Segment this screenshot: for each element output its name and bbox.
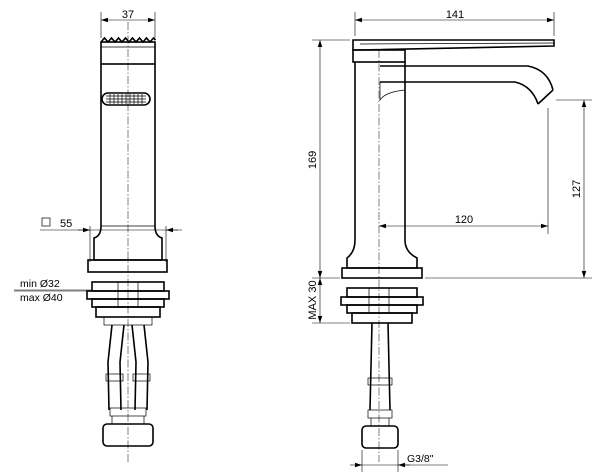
front-fitting-collar	[109, 407, 147, 417]
side-base	[341, 267, 423, 279]
dim-thread-label: G3/8"	[407, 453, 434, 465]
dim-square-label: 55	[60, 218, 72, 230]
side-handle-edge	[359, 42, 555, 45]
dim-square: 55	[40, 217, 182, 262]
dim-reach: 141	[354, 9, 555, 36]
front-aerator	[101, 92, 151, 106]
front-clip-left	[105, 373, 124, 382]
front-hose-left	[107, 324, 125, 411]
dim-reach-label: 141	[446, 9, 464, 21]
side-view: 141 169 MAX 30 127 120	[307, 9, 592, 472]
dim-thread: G3/8"	[350, 450, 448, 472]
side-handle-base	[352, 49, 406, 63]
dim-deck-label: MAX 30	[307, 280, 319, 319]
front-nut-collar	[103, 316, 153, 326]
dim-spout-reach: 120	[379, 108, 549, 234]
dim-spout-height: 127	[425, 99, 592, 279]
dim-height: 169	[307, 39, 350, 279]
front-fitting-nut	[102, 423, 154, 447]
side-spout-joint	[379, 82, 406, 102]
dim-width-label: 37	[122, 9, 134, 21]
dim-width: 37	[100, 9, 156, 38]
square-symbol	[41, 217, 51, 227]
side-fitting-nut	[361, 425, 399, 449]
front-clip-right	[132, 373, 151, 382]
dim-hole-max-label: max Ø40	[20, 292, 63, 304]
side-body	[346, 62, 418, 269]
side-washer-3	[346, 304, 418, 314]
front-base	[87, 259, 168, 273]
front-view: 37 55 min Ø32 max Ø40	[14, 9, 182, 462]
dim-deck: MAX 30	[307, 278, 350, 324]
front-handle	[100, 41, 156, 65]
dim-hole: min Ø32 max Ø40	[14, 278, 168, 304]
side-washer-1	[346, 287, 418, 298]
side-washer-2	[340, 296, 424, 306]
side-fitting-collar	[367, 409, 393, 419]
dim-height-label: 169	[307, 151, 319, 169]
side-handle-lever	[352, 39, 555, 51]
side-hose-clip	[367, 377, 393, 386]
side-nut	[351, 312, 413, 324]
dim-spout-reach-label: 120	[455, 214, 473, 226]
dim-hole-min-label: min Ø32	[20, 278, 60, 290]
front-hose-right	[131, 324, 149, 411]
side-hose	[369, 322, 391, 411]
side-spout	[380, 65, 554, 105]
dim-spout-height-label: 127	[571, 180, 583, 198]
front-aerator-mesh	[106, 94, 146, 104]
